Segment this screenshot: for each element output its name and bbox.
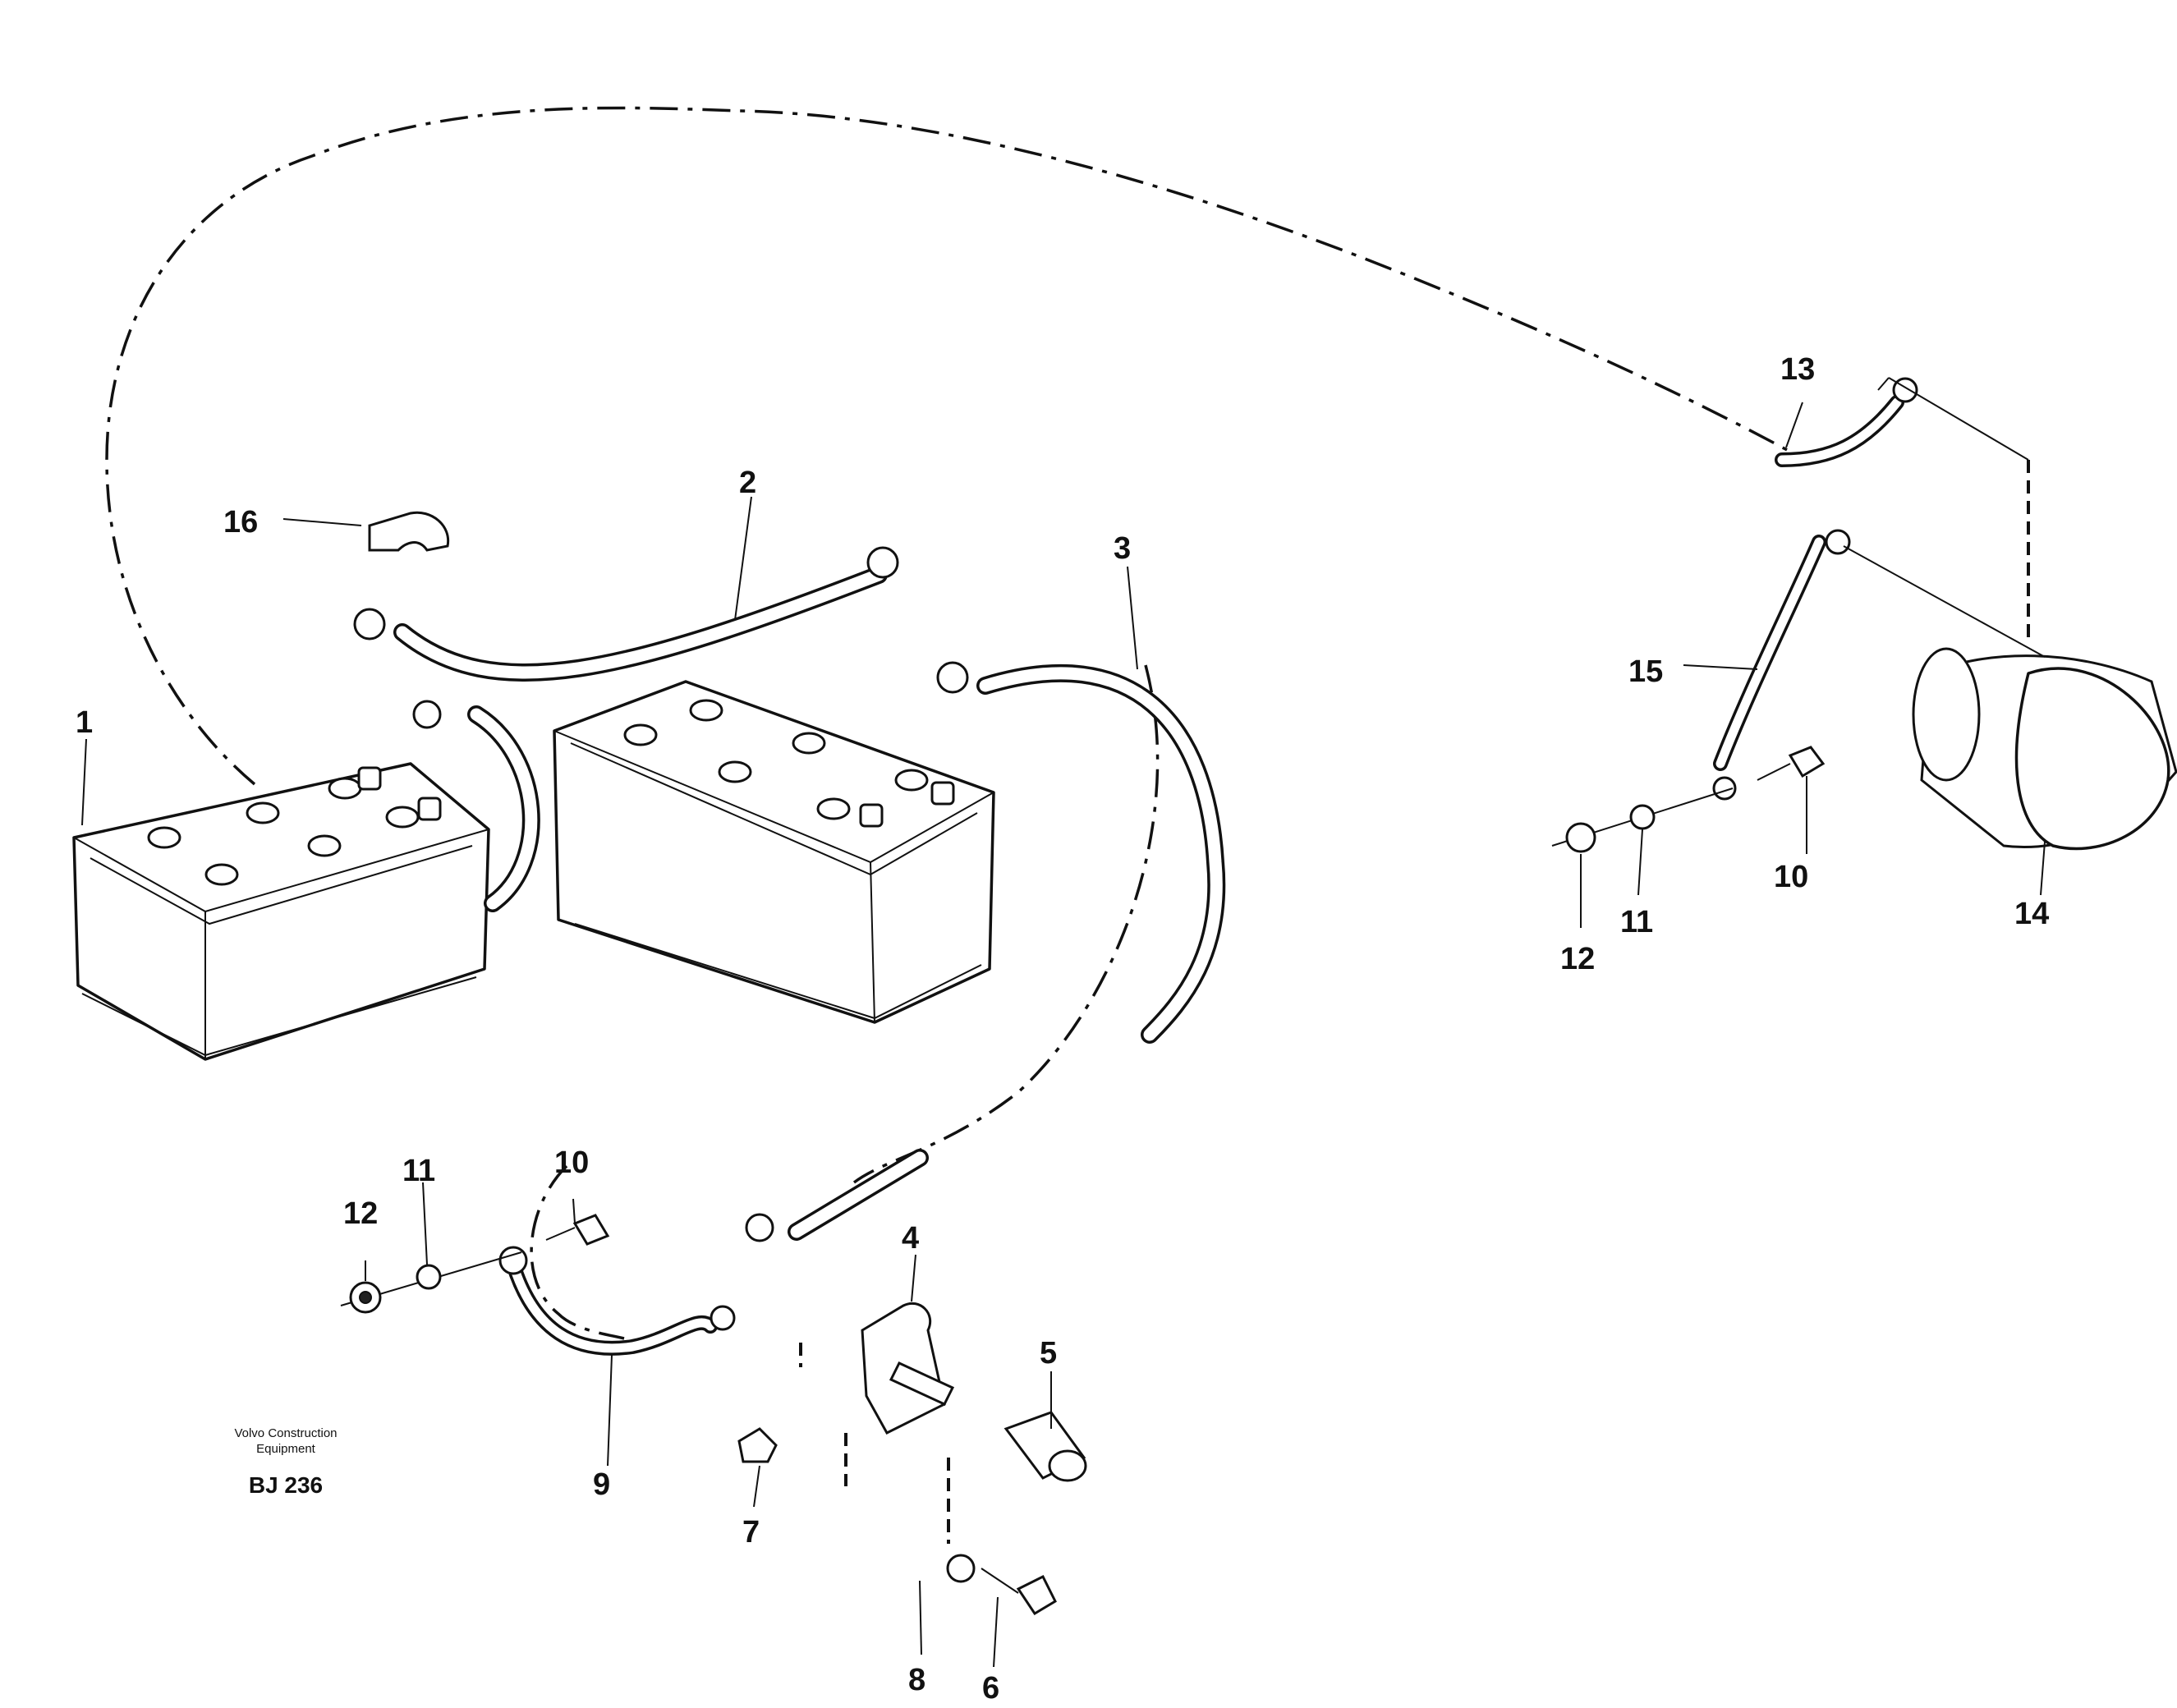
leader-lines xyxy=(81,377,2046,1668)
fasteners-left xyxy=(340,1214,610,1314)
cable-3 xyxy=(745,661,1226,1242)
cable-15 xyxy=(1712,529,2046,801)
knob xyxy=(1004,1411,1087,1482)
jumper-cable xyxy=(412,700,540,912)
nut-7 xyxy=(737,1427,778,1463)
callout-10: 10 xyxy=(1774,860,1808,894)
terminal-cover xyxy=(368,511,450,552)
footer-block: Volvo Construction Equipment BJ 236 xyxy=(234,1426,337,1498)
callout-12: 12 xyxy=(1560,942,1595,976)
company-line-1: Volvo Construction xyxy=(234,1426,337,1440)
drawing-code: BJ 236 xyxy=(249,1472,323,1498)
cable-9 xyxy=(498,1246,736,1356)
callout-14: 14 xyxy=(2014,897,2049,931)
company-line-2: Equipment xyxy=(256,1442,316,1456)
callout-7: 7 xyxy=(742,1515,760,1550)
callouts: 1 2 3 4 5 6 7 8 9 10 11 12 13 14 15 16 1… xyxy=(76,352,2049,1706)
cable-13 xyxy=(1775,377,2030,640)
callout-5: 5 xyxy=(1040,1336,1057,1371)
callout-6: 6 xyxy=(982,1671,999,1706)
battery-right xyxy=(553,680,995,1024)
washer-8 xyxy=(946,1554,976,1583)
callout-10-left: 10 xyxy=(554,1146,589,1180)
starter-motor xyxy=(1912,647,2177,851)
callout-4: 4 xyxy=(902,1221,919,1256)
callout-9: 9 xyxy=(593,1467,610,1502)
callout-12-left: 12 xyxy=(343,1196,378,1231)
battery-right-caps xyxy=(623,699,929,820)
callout-1: 1 xyxy=(76,705,93,740)
main-switch xyxy=(799,1302,955,1544)
battery-left xyxy=(72,762,490,1061)
battery-left-caps xyxy=(147,777,420,886)
callout-11-left: 11 xyxy=(402,1154,435,1188)
callout-8: 8 xyxy=(908,1663,925,1697)
fasteners-right xyxy=(1551,746,1826,853)
bolt-6 xyxy=(981,1568,1057,1616)
callout-16: 16 xyxy=(223,505,258,539)
callout-15: 15 xyxy=(1628,654,1663,689)
callout-11: 11 xyxy=(1620,905,1653,939)
routing-dash-line xyxy=(105,106,1791,1340)
callout-2: 2 xyxy=(739,466,756,500)
cable-2 xyxy=(353,546,899,682)
callout-13: 13 xyxy=(1780,352,1815,387)
callout-3: 3 xyxy=(1114,531,1131,566)
